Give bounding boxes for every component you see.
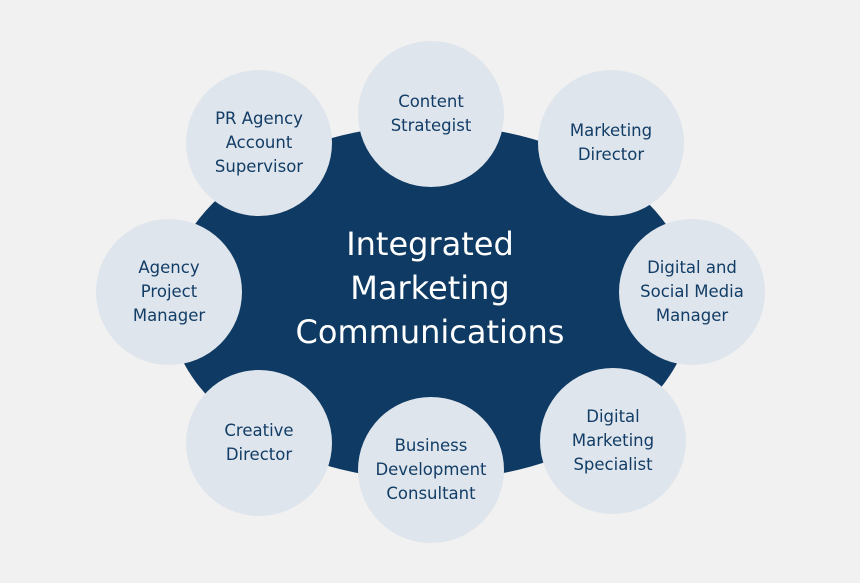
center-label-line: Integrated bbox=[346, 225, 514, 263]
node-label-line: Marketing bbox=[569, 121, 653, 140]
node-content-strategist: Content Strategist bbox=[358, 41, 504, 187]
center-label: Integrated Marketing Communications bbox=[230, 222, 630, 354]
node-label-line: Digital and bbox=[647, 258, 737, 277]
node-label-line: Manager bbox=[132, 306, 206, 325]
node-creative-director: Creative Director bbox=[186, 370, 332, 516]
node-label-line: Manager bbox=[655, 306, 729, 325]
node-label-line: Social Media bbox=[640, 282, 744, 301]
node-label-line: Marketing bbox=[571, 431, 655, 450]
node-label-line: Development bbox=[375, 460, 487, 479]
node-label-line: Consultant bbox=[386, 484, 476, 503]
node-label-line: Agency bbox=[138, 258, 200, 277]
node-label-line: Director bbox=[225, 445, 293, 464]
node-label-line: Supervisor bbox=[214, 157, 304, 176]
node-label-line: Creative bbox=[224, 421, 294, 440]
node-label-line: PR Agency bbox=[215, 109, 303, 128]
node-agency-project-manager: Agency Project Manager bbox=[96, 219, 242, 365]
node-digital-marketing-specialist: Digital Marketing Specialist bbox=[540, 368, 686, 514]
center-label-line: Communications bbox=[295, 313, 565, 351]
node-label-line: Strategist bbox=[390, 116, 472, 135]
node-digital-social-media-manager: Digital and Social Media Manager bbox=[619, 219, 765, 365]
node-marketing-director: Marketing Director bbox=[538, 70, 684, 216]
center-label-line: Marketing bbox=[350, 269, 510, 307]
node-label-line: Director bbox=[577, 145, 645, 164]
node-label-line: Business bbox=[394, 436, 468, 455]
node-label-line: Account bbox=[225, 133, 293, 152]
node-pr-agency-account-supervisor: PR Agency Account Supervisor bbox=[186, 70, 332, 216]
node-label-line: Project bbox=[140, 282, 198, 301]
node-label-line: Specialist bbox=[573, 455, 653, 474]
node-business-development-consultant: Business Development Consultant bbox=[358, 397, 504, 543]
node-label-line: Content bbox=[398, 92, 464, 111]
node-label-line: Digital bbox=[586, 407, 640, 426]
